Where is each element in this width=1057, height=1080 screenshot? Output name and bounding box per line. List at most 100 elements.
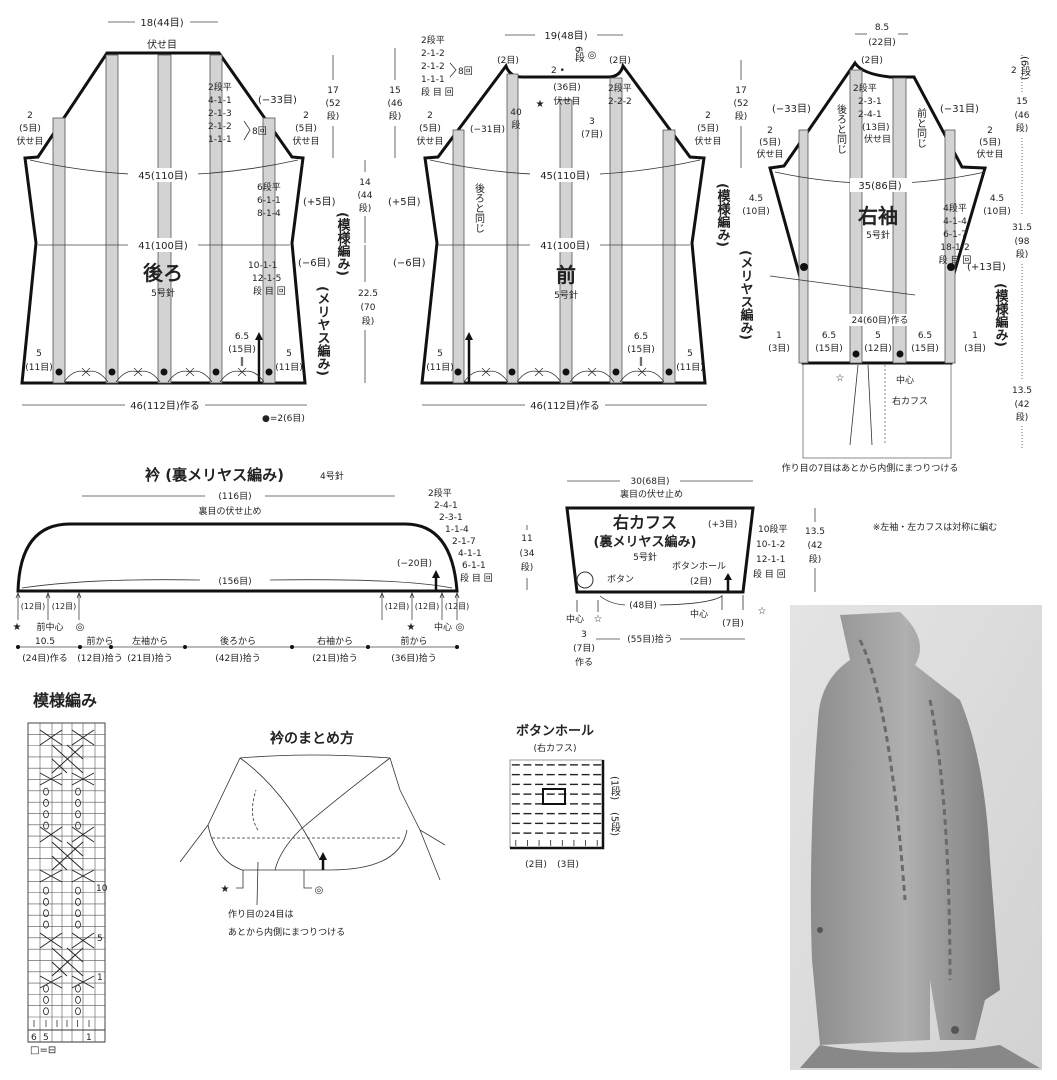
sleeve-bottom-seg: (3目) [964, 343, 986, 354]
collar-center: 中心 [434, 621, 452, 633]
front-neck-rows-40: 40 [510, 108, 522, 118]
sleeve-piece: 8.5 (22目) (2目) 2段平 2-3-1 2-4-1 (13目) 伏せ目… [742, 23, 1032, 474]
arrow-head [76, 591, 82, 599]
buttonhole-title: ボタンホール [516, 723, 594, 739]
front-edge-right: (11目) [676, 362, 703, 373]
collar-segment: (12目)拾う [77, 652, 122, 664]
dot-marker-icon [508, 368, 516, 376]
twisted-stitch-icon [75, 984, 81, 993]
collar-segment: 右袖から [317, 635, 353, 647]
back-cast-on: 46(112目)作る [130, 400, 200, 412]
twisted-stitch-icon [43, 821, 49, 830]
sleeve-bottom-seg: 6.5 [918, 331, 932, 341]
back-height: (44 [358, 191, 373, 201]
sleeve-decrease-right: (−31目) [940, 104, 979, 115]
front-raglan-times: 8回 [458, 66, 473, 77]
collar-decrease: (−20目) [397, 558, 432, 569]
back-title: 後ろ [143, 261, 183, 285]
back-raglan-row: 1-1-1 [208, 135, 232, 145]
front-bottom-marks [454, 367, 673, 383]
sleeve-top-width: 8.5 [875, 23, 889, 33]
twisted-stitch-icon [75, 799, 81, 807]
twisted-stitch-icon [43, 920, 49, 929]
cuff-center: 中心 [566, 613, 584, 625]
collar-base-width: (156目) [218, 576, 251, 587]
sleeve-center: 中心 [896, 374, 914, 386]
back-chest-width: 45(110目) [138, 171, 188, 182]
twisted-stitch-icon [43, 1007, 49, 1016]
back-armhole-right: 2 [303, 111, 309, 121]
sleeve-inc-row: 18-1-2 [940, 243, 969, 253]
back-edge-right: (11目) [275, 362, 302, 373]
dim-dot [16, 645, 20, 649]
twisted-stitch-icon [43, 909, 49, 918]
button-icon [576, 571, 594, 589]
back-stockinette-label: (メリヤス編み) [315, 286, 331, 376]
buttonhole-rows: (5段) [609, 812, 621, 836]
cuff-needle: 5号針 [633, 551, 657, 563]
cuff-outline-light [802, 362, 952, 459]
front-neck-depth: 2 • [551, 66, 565, 76]
sleeve-top-row: (13目) [862, 122, 889, 133]
cable-strip [52, 117, 66, 384]
cuff-row: 段 目 回 [753, 568, 786, 580]
front-armhole-left: 2 [427, 111, 433, 121]
front-increase: (+5目) [388, 197, 421, 208]
front-same-as-back: 後ろと同じ [473, 182, 485, 233]
star-mark-icon: ★ [13, 622, 22, 633]
sleeve-bottom-seg: 1 [776, 331, 782, 341]
sleeve-inc-row: 6-1-7 [943, 230, 967, 240]
sleeve-top-width: (22目) [868, 37, 895, 48]
cuff-center: 中心 [690, 608, 708, 620]
sleeve-increase: (+13目) [967, 262, 1006, 273]
circle-mark-icon: ◎ [315, 885, 324, 896]
front-panel: (15目) [627, 344, 654, 355]
sleeve-decrease-left: (−33目) [772, 104, 811, 115]
cable-strip [209, 54, 223, 384]
sleeve-title: 右袖 [858, 204, 898, 228]
dot-marker-icon [160, 368, 168, 376]
collar-front-center: 前中心 [36, 621, 63, 633]
cuff-row: 10-1-2 [756, 540, 785, 550]
back-piece: 18(44目) 伏せ目 2段平 4-1-1 2-1-3 2-1-2 1-1-1 … [16, 18, 378, 424]
sleeve-top-row: 2-3-1 [858, 97, 882, 107]
assembly-note: 作り目の24目は [228, 908, 293, 920]
white-star-icon: ☆ [594, 614, 603, 625]
assembly-title: 衿のまとめ方 [270, 730, 354, 747]
collar-title: 衿 (裏メリヤス編み) [145, 466, 284, 484]
buttonhole-cols: (3目) [557, 859, 579, 870]
back-raglan-row: 2-1-2 [208, 122, 232, 132]
front-panel: 6.5 [634, 332, 648, 342]
front-height: 17 [735, 86, 746, 96]
sleeve-cable-label: (模様編み) [993, 283, 1009, 347]
collar-row: 段 目 回 [460, 572, 493, 584]
front-title: 前 [556, 263, 576, 287]
sleeve-armhole-left: 伏せ目 [756, 148, 783, 160]
buttonhole-box [542, 788, 566, 805]
back-raglan-row: 2段平 [208, 81, 232, 93]
sleeve-top-row: 伏せ目 [864, 133, 891, 145]
sleeve-same-as-back: 後ろと同じ [835, 103, 847, 154]
cable-cross-icon [39, 932, 95, 989]
sleeve-height: (42 [1015, 400, 1030, 410]
cuff-row: 10段平 [758, 523, 787, 535]
collar-segment: (24目)作る [22, 652, 67, 664]
pattern-chart: 模様編み 10 5 1 6 5 1 □=⊟ [27, 691, 108, 1056]
cuff-button-label: ボタン [607, 574, 634, 585]
back-height: 段) [362, 315, 375, 327]
front-raglan-decrease: (−31目) [470, 124, 505, 135]
front-armhole-right: 2 [705, 111, 711, 121]
back-waist-width: 41(100目) [138, 241, 188, 252]
star-mark-icon: ★ [221, 884, 230, 895]
cuff-row: 12-1-1 [756, 555, 785, 565]
twisted-stitch-icon [75, 810, 81, 819]
collar-twelve: (12目) [52, 602, 76, 611]
back-panel: 6.5 [235, 332, 249, 342]
front-raglan-row: 2段平 [421, 34, 445, 46]
front-neck-side: (7目) [581, 129, 603, 140]
twisted-stitch-icon [43, 886, 49, 895]
back-panel: ‖ [240, 357, 245, 367]
cuff-piece: 30(68目) 裏目の伏せ止め 右カフス (裏メリヤス編み) 5号針 (+3目)… [565, 476, 997, 668]
collar-segment: 前から [400, 635, 427, 647]
